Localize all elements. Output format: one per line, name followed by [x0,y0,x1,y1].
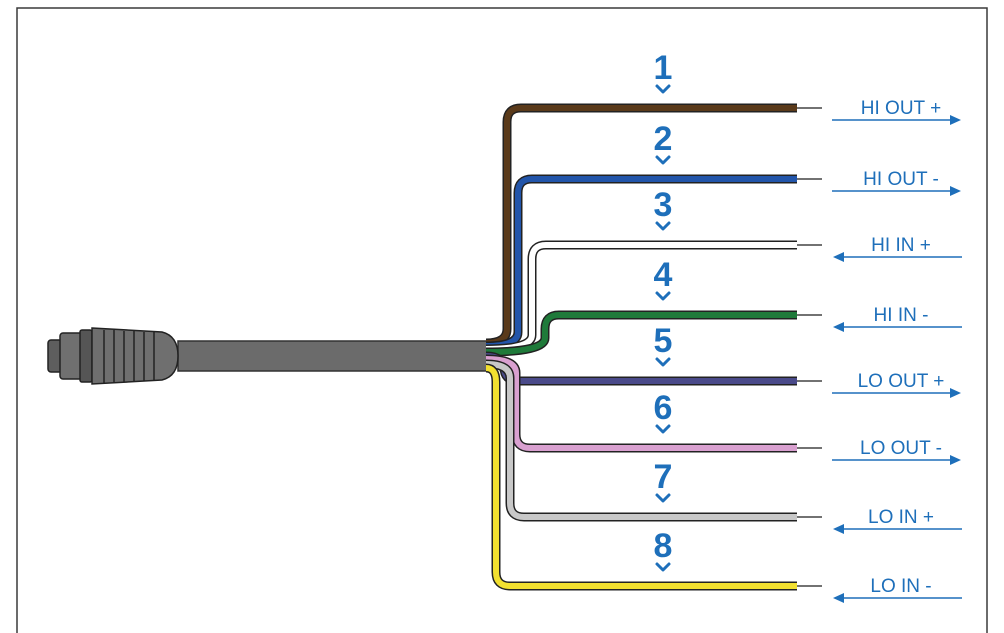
wires [485,103,822,591]
wire-number: 2 [654,120,673,158]
chevron-down-icon [655,562,671,572]
wire-6 [485,354,822,453]
wire-number: 1 [654,49,673,87]
wire-number: 3 [654,186,673,224]
wire-number: 5 [654,322,673,360]
arrow-right-icon [832,186,961,196]
arrow-left-icon [833,322,962,332]
main-cable [177,340,489,372]
wire-number: 4 [654,256,673,294]
signal-label: HI IN - [874,305,929,326]
diagram-frame [16,7,988,633]
wire-number: 6 [654,389,673,427]
signal-label: HI OUT - [863,169,939,190]
wire-8 [485,363,822,591]
signal-label: LO IN + [868,507,934,528]
arrow-left-icon [833,252,962,262]
connector-icon [47,327,179,385]
chevron-down-icon [655,155,671,165]
signal-label: HI OUT + [861,98,941,119]
signal-label: HI IN + [871,235,931,256]
chevron-down-icon [655,424,671,434]
arrow-right-icon [832,388,961,398]
chevron-down-icon [655,221,671,231]
chevron-down-icon [655,84,671,94]
wire-number: 7 [654,458,673,496]
arrow-right-icon [832,455,961,465]
arrow-right-icon [832,115,961,125]
arrow-left-icon [833,524,962,534]
chevron-down-icon [655,357,671,367]
wire-4 [485,310,822,357]
signal-label: LO OUT + [858,371,945,392]
signal-label: LO IN - [870,576,931,597]
chevron-down-icon [655,493,671,503]
wire-number: 8 [654,527,673,565]
cable-assembly [47,327,489,385]
arrow-left-icon [833,593,962,603]
chevron-down-icon [655,291,671,301]
signal-label: LO OUT - [860,438,942,459]
wire-7 [485,359,822,522]
wire-labels: 1 HI OUT + 2 HI OUT - 3 HI IN + 4 HI IN - 5 LO OU… [654,49,962,603]
